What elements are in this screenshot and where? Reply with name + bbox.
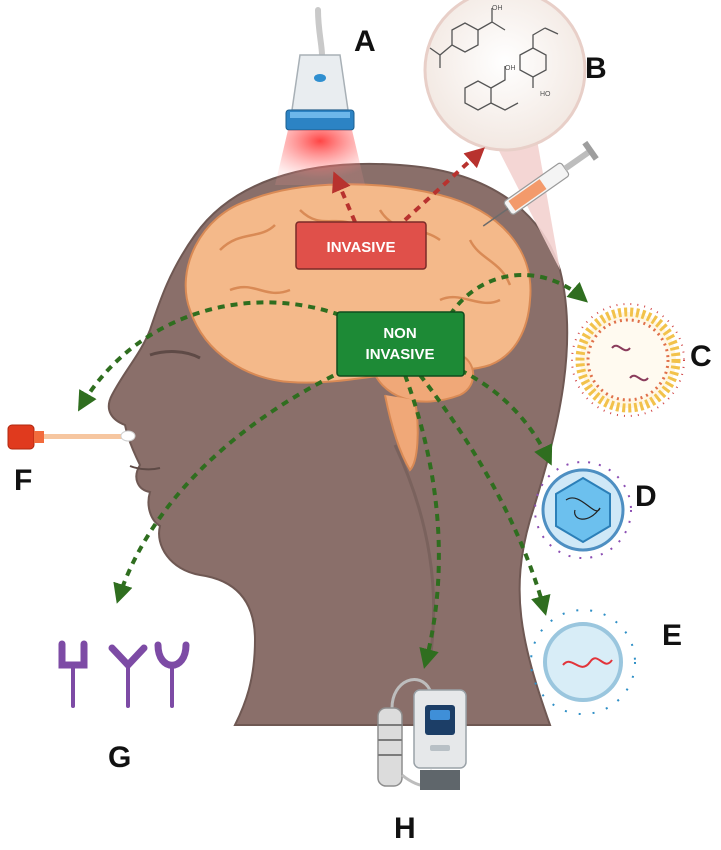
panel-label-a: A: [354, 25, 376, 58]
nasal-device-icon: [7, 424, 136, 450]
liposome-icon: [571, 303, 685, 417]
non-invasive-label-line1: NON: [383, 325, 416, 342]
ultrasound-beam: [275, 130, 365, 185]
invasive-box: INVASIVE: [295, 221, 427, 270]
panel-label-e: E: [662, 619, 682, 652]
mouth-icon: [129, 465, 161, 471]
chem-atom-oh-1: OH: [492, 5, 503, 12]
viral-vector-icon: [534, 461, 632, 559]
chemical-structure-icon: [429, 8, 559, 111]
brainstem-icon: [384, 394, 419, 472]
non-invasive-arrows: [78, 272, 588, 669]
non-invasive-label-line2: INVASIVE: [366, 346, 435, 363]
arrow-to-f: [78, 300, 341, 412]
drug-structures-bubble: OH HO OH: [423, 0, 587, 270]
medical-device-icon: [377, 678, 467, 790]
arrow-to-d: [459, 368, 553, 466]
chem-atom-ho: HO: [540, 91, 551, 98]
arrow-to-c: [448, 272, 588, 317]
exosome-icon: [530, 609, 636, 715]
arrow-to-h: [403, 374, 441, 669]
antibodies-icon: [58, 640, 190, 708]
panel-label-h: H: [394, 812, 416, 845]
panel-label-d: D: [635, 480, 657, 513]
invasive-arrows: [332, 147, 485, 223]
arrow-to-e: [418, 373, 551, 616]
chem-atom-oh-2: OH: [505, 65, 516, 72]
panel-label-g: G: [108, 741, 131, 774]
invasive-label: INVASIVE: [327, 239, 396, 256]
panel-label-f: F: [14, 464, 32, 497]
ultrasound-probe-icon: [285, 7, 355, 131]
arrow-to-g: [113, 368, 346, 604]
panel-label-c: C: [690, 340, 712, 373]
panel-label-b: B: [585, 52, 607, 85]
non-invasive-box: NON INVASIVE: [336, 311, 465, 377]
syringe-icon: [482, 140, 599, 227]
eye-icon: [149, 350, 201, 360]
arrow-invasive-to-b: [403, 147, 485, 222]
arrow-invasive-to-a: [332, 171, 357, 223]
